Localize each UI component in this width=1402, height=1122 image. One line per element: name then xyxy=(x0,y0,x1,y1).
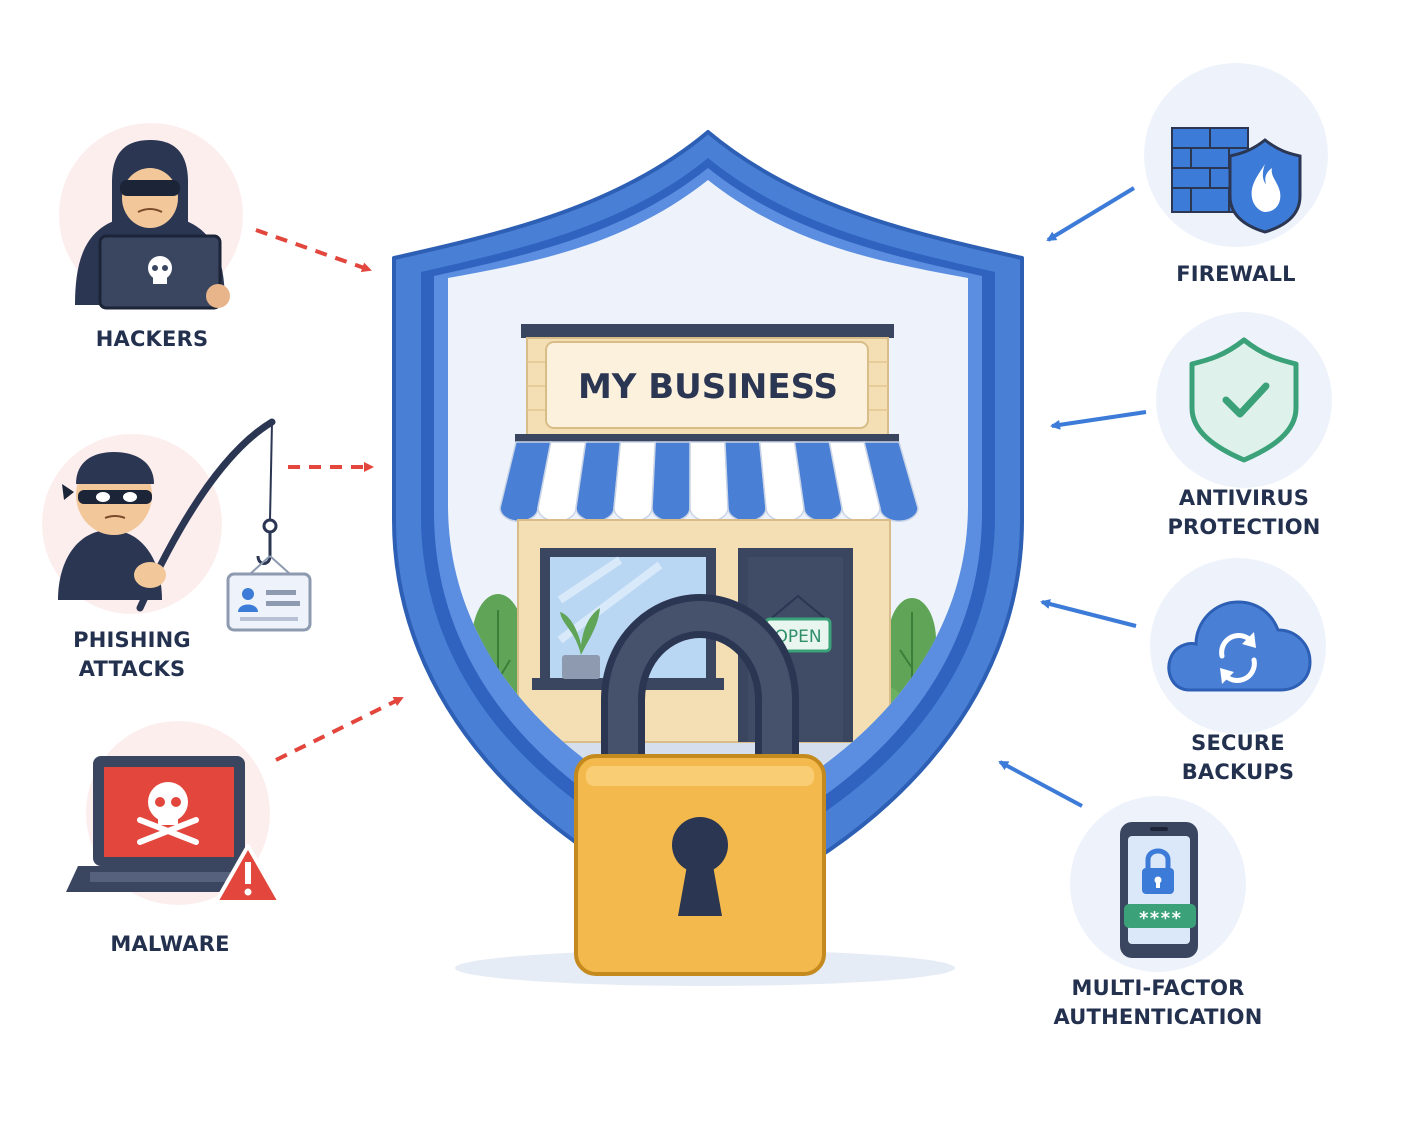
phone-lock-icon: **** xyxy=(1120,822,1198,958)
open-sign-text: OPEN xyxy=(774,627,821,647)
protection-mfa: **** xyxy=(1070,796,1246,972)
awning xyxy=(499,441,919,522)
hooded-hacker-laptop-icon xyxy=(75,140,230,310)
awning-stripe xyxy=(863,441,919,522)
cloud-sync-icon xyxy=(1167,600,1312,692)
firewall-shield-icon xyxy=(1171,127,1302,234)
threat-phishing xyxy=(42,418,312,632)
protection-firewall xyxy=(1144,63,1328,247)
protect-arrow-firewall xyxy=(1046,186,1136,242)
shield-check-icon xyxy=(1189,337,1299,463)
protect-arrow-mfa xyxy=(998,760,1083,808)
threat-arrow-hackers xyxy=(255,228,372,273)
business-sign-text: MY BUSINESS xyxy=(578,367,838,407)
label-hackers: HACKERS xyxy=(95,327,209,351)
threat-malware xyxy=(66,721,282,905)
infected-laptop-warning-icon xyxy=(66,756,282,904)
awning-stripe xyxy=(651,441,691,522)
label-malware: MALWARE xyxy=(110,932,230,956)
awning-stripe xyxy=(724,441,767,522)
protection-antivirus xyxy=(1156,312,1332,488)
label-firewall: FIREWALL xyxy=(1176,262,1296,286)
business-sign-board xyxy=(545,341,869,429)
protect-arrow-antivirus xyxy=(1050,410,1147,430)
protection-backups xyxy=(1150,558,1326,734)
threat-arrow-malware xyxy=(275,696,404,762)
awning-stripe xyxy=(613,441,657,522)
padlock-icon xyxy=(574,593,826,976)
protect-arrow-backups xyxy=(1040,599,1137,628)
pin-mask-text: **** xyxy=(1138,908,1181,929)
awning-stripe xyxy=(689,441,729,522)
threat-hackers xyxy=(59,123,243,310)
phishing-hook-icon xyxy=(58,418,312,632)
